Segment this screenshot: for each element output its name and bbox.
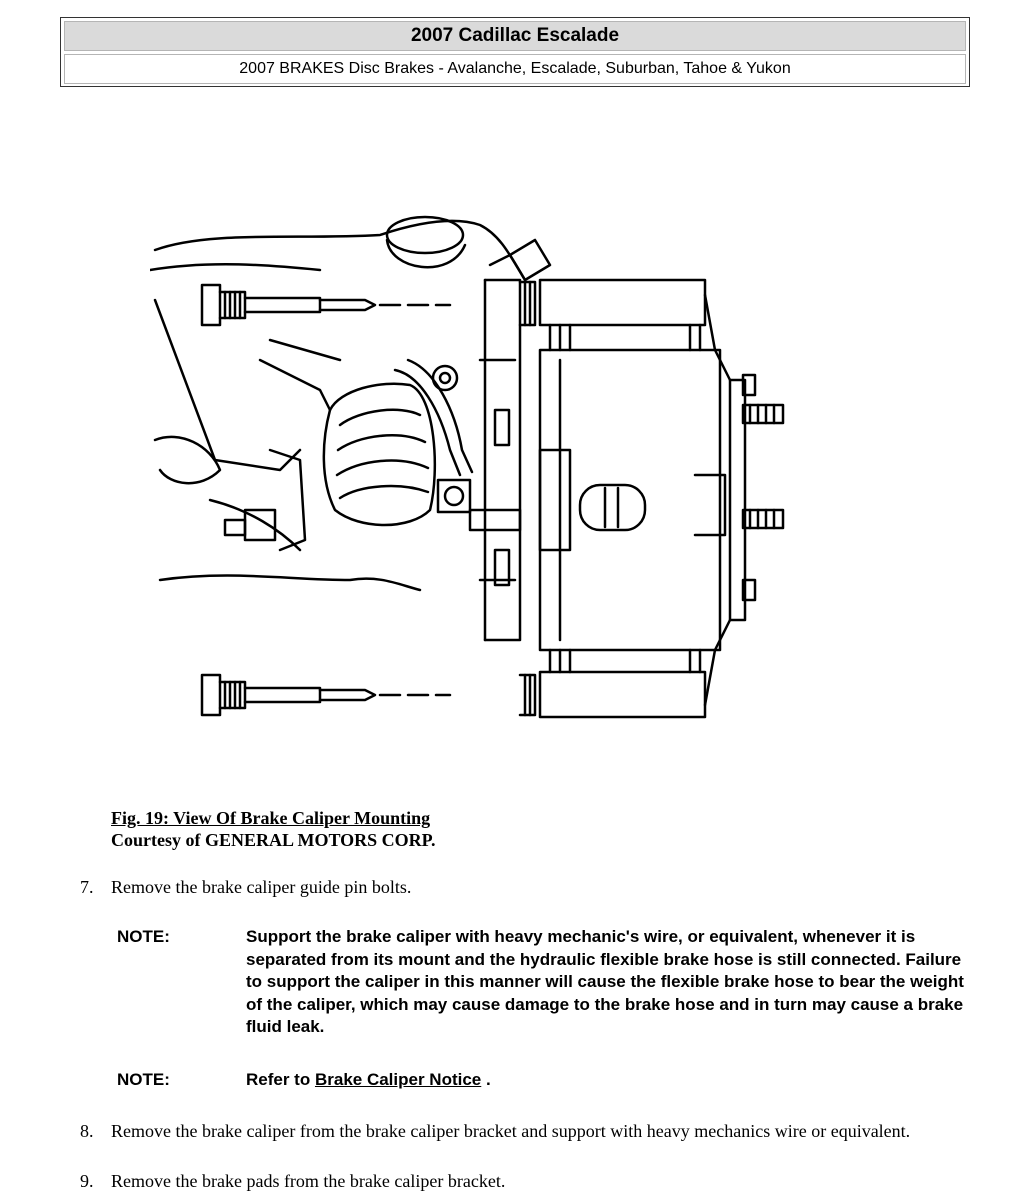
lower-guide-boot bbox=[518, 670, 707, 719]
step-text: Remove the brake pads from the brake cal… bbox=[111, 1171, 506, 1191]
step-number: 7. bbox=[80, 877, 94, 897]
steering-knuckle bbox=[153, 298, 302, 472]
upper-guide-pin-bolt bbox=[200, 283, 452, 327]
brake-hose bbox=[393, 358, 474, 477]
step-number: 9. bbox=[80, 1171, 94, 1191]
ball-joint bbox=[385, 215, 465, 255]
figure-title: Fig. 19: View Of Brake Caliper Mounting bbox=[111, 808, 431, 828]
note-label: NOTE: bbox=[117, 927, 170, 946]
section-subtitle: 2007 BRAKES Disc Brakes - Avalanche, Esc… bbox=[64, 54, 966, 84]
note-suffix: . bbox=[486, 1070, 491, 1089]
note-text: Support the brake caliper with heavy mec… bbox=[246, 927, 964, 1036]
brake-caliper-notice-link[interactable]: Brake Caliper Notice bbox=[314, 1070, 482, 1089]
tie-rod-nut bbox=[223, 448, 307, 552]
vehicle-title: 2007 Cadillac Escalade bbox=[64, 21, 966, 51]
bracket-bolt bbox=[436, 478, 472, 514]
note-prefix: Refer to bbox=[246, 1070, 311, 1089]
wheel-studs bbox=[741, 373, 785, 602]
caliper-bracket bbox=[468, 278, 522, 642]
document-header: 2007 Cadillac Escalade 2007 BRAKES Disc … bbox=[60, 17, 970, 87]
brake-caliper-diagram bbox=[150, 215, 785, 719]
figure-courtesy: Courtesy of GENERAL MOTORS CORP. bbox=[111, 830, 436, 850]
figure-caption: Fig. 19: View Of Brake Caliper Mounting … bbox=[111, 807, 436, 851]
tie-rod-boot bbox=[258, 338, 437, 527]
note-text: Refer to Brake Caliper Notice . bbox=[246, 1069, 966, 1092]
step-number: 8. bbox=[80, 1121, 94, 1141]
caliper-housing bbox=[538, 293, 747, 707]
step-text: Remove the brake caliper guide pin bolts… bbox=[111, 877, 412, 897]
note-label: NOTE: bbox=[117, 1070, 170, 1089]
lower-guide-pin-bolt bbox=[200, 673, 452, 717]
control-arm bbox=[153, 219, 527, 282]
upper-guide-boot bbox=[518, 278, 707, 327]
hose-fitting bbox=[488, 238, 552, 282]
step-text: Remove the brake caliper from the brake … bbox=[111, 1121, 911, 1141]
